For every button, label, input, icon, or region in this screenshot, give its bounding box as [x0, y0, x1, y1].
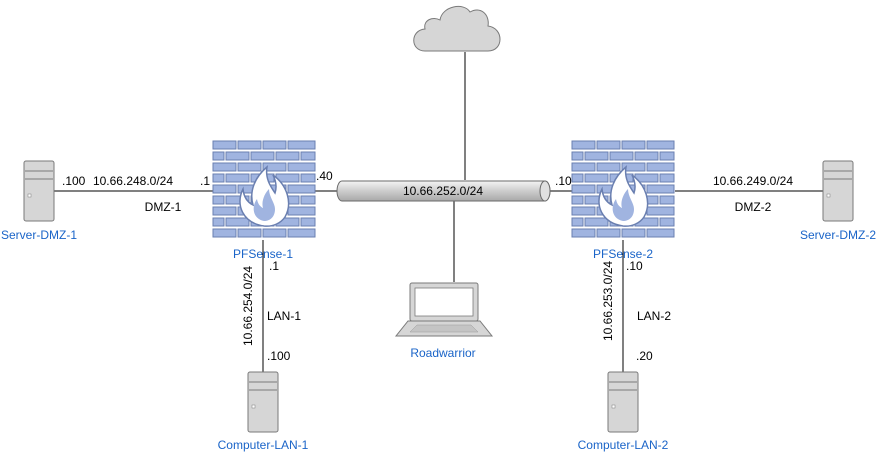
lan1-subnet: 10.66.254.0/24 [241, 266, 255, 346]
server-dmz1-label: Server-DMZ-1 [1, 228, 77, 242]
wan-fw2-ip: .10 [555, 174, 572, 188]
lan1-host-ip: .100 [267, 349, 291, 363]
roadwarrior-label: Roadwarrior [410, 346, 475, 360]
computer-lan1-label: Computer-LAN-1 [218, 438, 309, 452]
wan-pipe: 10.66.252.0/24 [336, 180, 551, 202]
lan1-fw-ip: .1 [269, 259, 279, 273]
dmz2-subnet: 10.66.249.0/24 [713, 174, 793, 188]
wan-subnet-label: 10.66.252.0/24 [403, 184, 483, 198]
wan-fw1-ip: .40 [316, 169, 333, 183]
laptop-icon [394, 282, 494, 337]
dmz1-name: DMZ-1 [145, 200, 182, 214]
pfsense1-label: PFSense-1 [233, 247, 293, 261]
server-icon [247, 371, 279, 433]
server-icon [607, 371, 639, 433]
lan2-name: LAN-2 [637, 309, 671, 323]
lan2-subnet: 10.66.253.0/24 [601, 261, 615, 341]
pfsense2-label: PFSense-2 [593, 247, 653, 261]
lan1-name: LAN-1 [267, 309, 301, 323]
server-icon [23, 160, 55, 222]
computer-lan2-label: Computer-LAN-2 [578, 438, 669, 452]
server-dmz2-label: Server-DMZ-2 [800, 228, 876, 242]
firewall-icon [571, 140, 675, 238]
lan2-fw-ip: .10 [626, 259, 643, 273]
server-icon [822, 160, 854, 222]
lan2-host-ip: .20 [636, 349, 653, 363]
dmz1-fw-ip: .1 [200, 174, 210, 188]
dmz1-subnet: 10.66.248.0/24 [93, 174, 173, 188]
dmz2-name: DMZ-2 [735, 200, 772, 214]
connection-lines [54, 52, 823, 372]
dmz1-host-ip: .100 [62, 174, 86, 188]
internet-cloud-icon [413, 5, 501, 52]
firewall-icon [212, 140, 316, 238]
